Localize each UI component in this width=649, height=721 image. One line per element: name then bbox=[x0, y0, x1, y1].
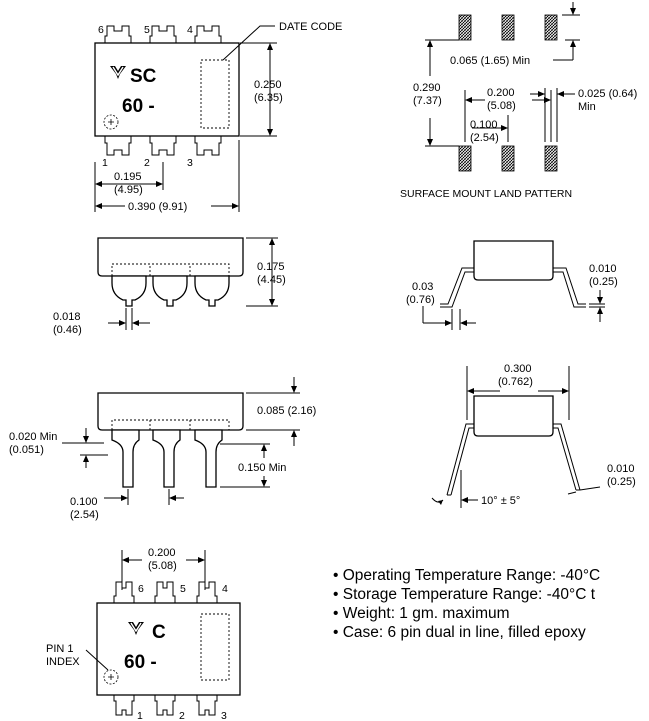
pin1-label-line1: PIN 1 bbox=[46, 643, 74, 655]
smt-foot-in: 0.03 bbox=[412, 281, 433, 293]
land-pad bbox=[458, 14, 472, 41]
note-case: • Case: 6 pin dual in line, filled epoxy bbox=[333, 624, 586, 641]
dip-min-in: 0.020 Min bbox=[9, 431, 57, 443]
land-span-mm: (7.37) bbox=[413, 95, 442, 107]
smt-height-in: 0.175 bbox=[257, 261, 285, 273]
top-pin-label-4: 4 bbox=[187, 24, 193, 36]
bottom-pitch-mm: (5.08) bbox=[148, 560, 177, 572]
top-pin-label-5: 5 bbox=[144, 24, 150, 36]
top-view-width: 0.390 (9.91) bbox=[128, 201, 187, 213]
dip-lead-len: 0.150 Min bbox=[238, 462, 286, 474]
land-pitch-in: 0.100 bbox=[470, 119, 498, 131]
smt-lead-in: 0.018 bbox=[53, 311, 81, 323]
land-pad bbox=[501, 14, 515, 41]
bottom-pin-label-3: 3 bbox=[221, 710, 227, 721]
top-pin-label-2: 2 bbox=[144, 157, 150, 169]
bottom-view-body bbox=[96, 602, 241, 696]
date-code-box bbox=[200, 59, 230, 129]
smt-foot-mm: (0.76) bbox=[406, 294, 435, 306]
top-view-part-text: 60 - bbox=[122, 96, 155, 117]
pin1-index-icon bbox=[103, 669, 119, 685]
bottom-view-pins-bottom bbox=[113, 695, 218, 716]
note-operating-temp: • Operating Temperature Range: -40°C bbox=[333, 567, 601, 584]
land-pad bbox=[501, 145, 515, 172]
top-view-pitch-in: 0.195 bbox=[114, 171, 142, 183]
top-view-pins-top bbox=[104, 25, 222, 44]
top-view-body bbox=[94, 42, 240, 137]
bottom-view-logo-text: C bbox=[152, 622, 166, 643]
dip-row-mm: (0.762) bbox=[498, 376, 533, 388]
land-pattern: 0.065 (1.65) Min 0.290 (7.37) 0.200 (5.0… bbox=[400, 2, 637, 200]
land-pad-width-min: Min bbox=[578, 101, 596, 113]
bottom-view-pins-top bbox=[113, 581, 218, 604]
smt-end-view: 0.03 (0.76) 0.010 (0.25) bbox=[406, 240, 618, 330]
land-pad-width: 0.025 (0.64) bbox=[578, 88, 637, 100]
land-pad-mm: (5.08) bbox=[487, 100, 516, 112]
dip-pitch-in: 0.100 bbox=[70, 496, 98, 508]
top-view-pitch-mm: (4.95) bbox=[114, 184, 143, 196]
note-storage-temp: • Storage Temperature Range: -40°C t bbox=[333, 586, 596, 603]
land-pad bbox=[544, 14, 558, 41]
dip-standoff: 0.085 (2.16) bbox=[257, 405, 316, 417]
smt-thick-mm: (0.25) bbox=[589, 276, 618, 288]
top-view-logo-text: SC bbox=[130, 66, 157, 87]
dip-angle: 10° ± 5° bbox=[481, 495, 520, 507]
bottom-pin-label-5: 5 bbox=[180, 583, 186, 595]
land-pad bbox=[544, 145, 558, 172]
top-pin-label-6: 6 bbox=[98, 24, 104, 36]
spec-notes: • Operating Temperature Range: -40°C • S… bbox=[333, 566, 649, 642]
dip-thick-in: 0.010 bbox=[607, 463, 635, 475]
top-pin-label-1: 1 bbox=[102, 157, 108, 169]
land-pad-in: 0.200 bbox=[487, 87, 515, 99]
top-view-pins-bottom bbox=[104, 136, 222, 156]
land-span-in: 0.290 bbox=[413, 82, 441, 94]
smt-thick-in: 0.010 bbox=[589, 263, 617, 275]
smt-height-mm: (4.45) bbox=[257, 274, 286, 286]
bottom-view-part-text: 60 - bbox=[124, 652, 157, 673]
pin1-index-leader bbox=[85, 649, 109, 671]
top-view-height-in: 0.250 bbox=[254, 79, 282, 91]
top-pin-label-3: 3 bbox=[187, 157, 193, 169]
bottom-pitch-in: 0.200 bbox=[148, 547, 176, 559]
dip-min-mm: (0.051) bbox=[9, 444, 44, 456]
bottom-view: 0.200 (5.08) 6 5 4 C 60 - PIN 1 INDEX 1 … bbox=[46, 547, 241, 721]
land-min-gap: 0.065 (1.65) Min bbox=[450, 55, 530, 67]
land-pad bbox=[458, 145, 472, 172]
top-view-height-mm: (6.35) bbox=[254, 92, 283, 104]
dip-pitch-mm: (2.54) bbox=[70, 509, 99, 521]
pin1-label-line2: INDEX bbox=[46, 656, 80, 668]
note-weight: • Weight: 1 gm. maximum bbox=[333, 605, 510, 622]
top-view: 6 5 4 SC 60 - 1 2 3 DATE CODE 0.250 (6.3… bbox=[94, 21, 342, 213]
bottom-date-code-box bbox=[200, 613, 230, 681]
bottom-pin-label-2: 2 bbox=[179, 710, 185, 721]
land-pitch-mm: (2.54) bbox=[470, 132, 499, 144]
bottom-pin-label-4: 4 bbox=[222, 583, 228, 595]
date-code-leader bbox=[222, 25, 275, 61]
dip-row-in: 0.300 bbox=[504, 363, 532, 375]
dip-side-view: 0.085 (2.16) 0.020 Min (0.051) 0.150 Min… bbox=[9, 377, 316, 521]
dip-end-view: 0.300 (0.762) 10° ± 5° 0.010 (0.25) bbox=[431, 363, 636, 508]
smt-side-view: 0.175 (4.45) 0.018 (0.46) bbox=[53, 237, 286, 336]
dip-thick-mm: (0.25) bbox=[607, 476, 636, 488]
bottom-pin-label-1: 1 bbox=[137, 710, 143, 721]
date-code-label: DATE CODE bbox=[279, 21, 342, 33]
pin1-marker-icon bbox=[103, 114, 119, 130]
bottom-pin-label-6: 6 bbox=[138, 583, 144, 595]
smt-lead-mm: (0.46) bbox=[53, 324, 82, 336]
land-pattern-caption: SURFACE MOUNT LAND PATTERN bbox=[400, 188, 572, 200]
